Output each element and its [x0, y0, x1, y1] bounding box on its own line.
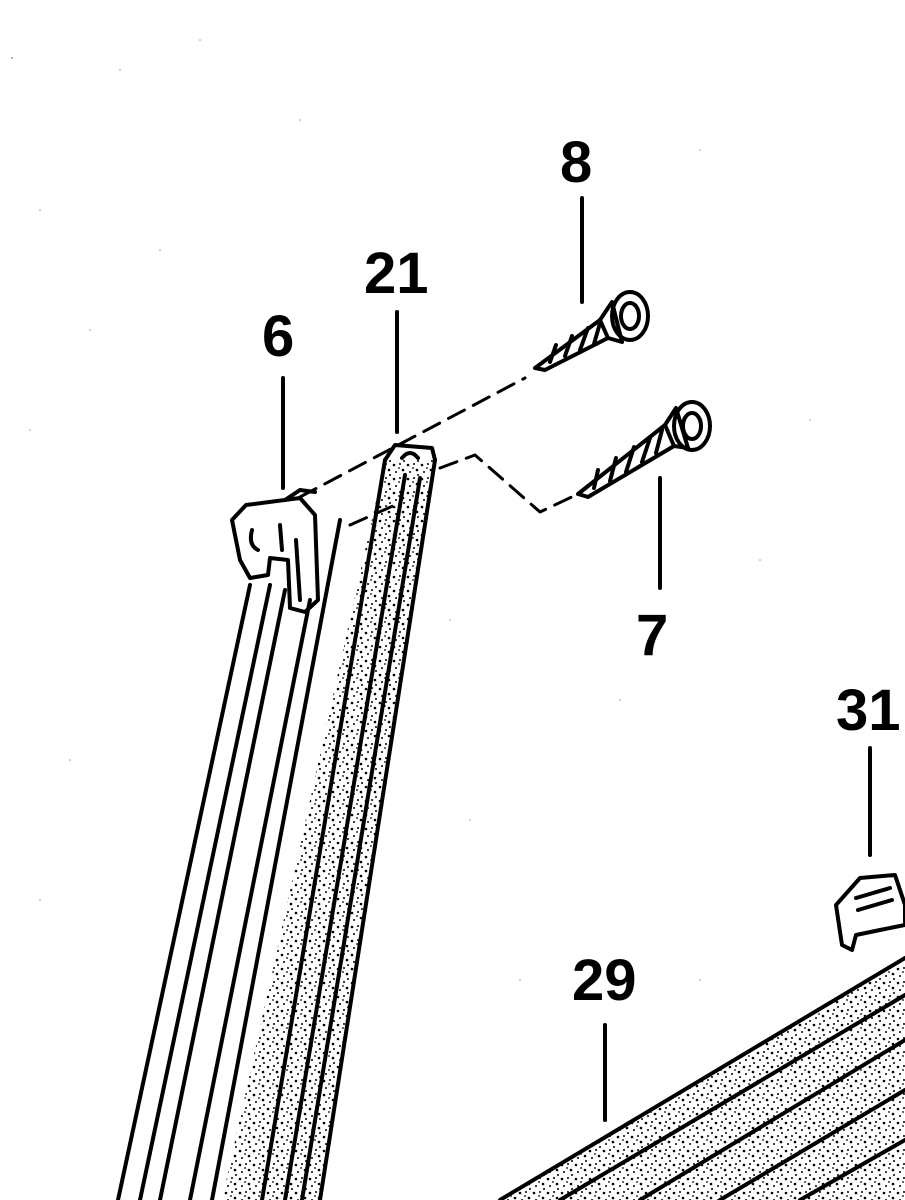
window-channel-21	[222, 443, 437, 1200]
callout-7: 7	[636, 603, 668, 668]
callout-6: 6	[262, 304, 294, 369]
clip-6	[230, 488, 320, 614]
callout-29: 29	[572, 948, 637, 1013]
screw-7	[576, 400, 712, 499]
screw-8	[533, 290, 650, 372]
assembly-lines	[298, 376, 580, 527]
callout-31: 31	[836, 678, 901, 743]
clip-31	[834, 873, 905, 952]
seal-strip-29	[498, 956, 905, 1200]
background-specks	[11, 39, 811, 981]
frame-rails	[116, 518, 342, 1200]
callout-8: 8	[560, 130, 592, 195]
callout-21: 21	[364, 241, 429, 306]
leader-lines	[281, 196, 872, 1122]
